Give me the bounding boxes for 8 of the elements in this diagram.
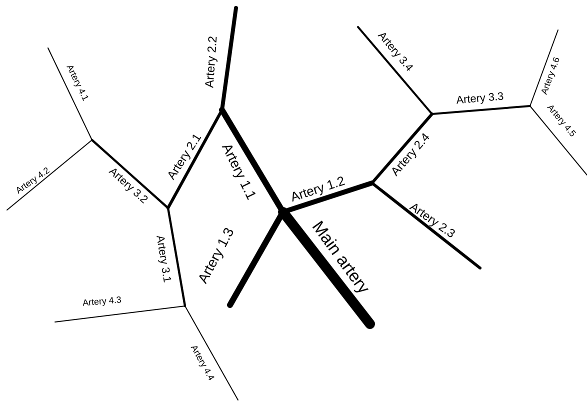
vessel-label: Artery 3.3	[456, 92, 504, 104]
vessel-label: Artery 4.6	[542, 57, 560, 95]
vessel-label: Artery 2.2	[205, 36, 218, 88]
vessel-label: Artery 3.1	[156, 236, 172, 282]
vessel-label: Artery 4.3	[82, 296, 121, 306]
vessel-label: Artery 4.1	[66, 66, 88, 102]
vessel-label: Artery 1.2	[292, 176, 346, 202]
vessel-label: Artery 1.1	[222, 146, 256, 200]
